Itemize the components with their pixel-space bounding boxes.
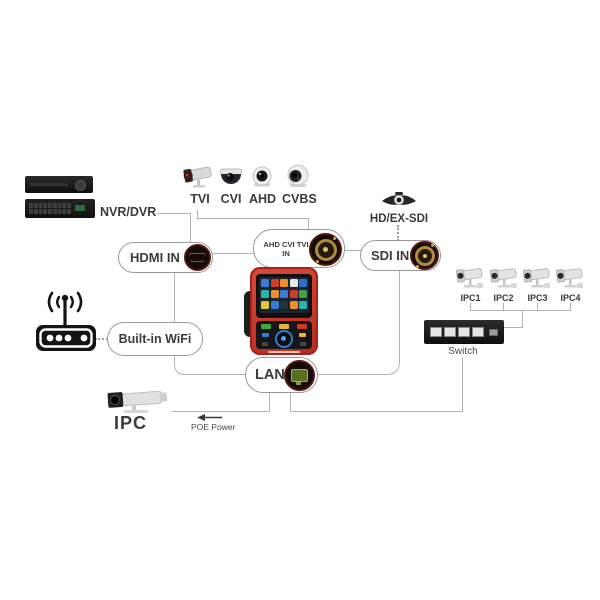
line-hdmi-to-wifi <box>174 272 175 323</box>
line-ipc2-tick <box>503 303 504 311</box>
switch-port-4 <box>472 327 484 337</box>
built-in-wifi-label: Built-in WiFi <box>118 332 192 346</box>
line-hdmi-to-ahd <box>212 253 254 254</box>
lan-port: LAN <box>245 357 318 393</box>
cctv-tester-device <box>244 267 318 355</box>
ipc-label: IPC <box>114 413 148 433</box>
tester-key-blue <box>262 333 269 337</box>
ipc2-label: IPC2 <box>493 293 514 303</box>
cvbs-label: CVBS <box>282 192 317 206</box>
ethernet-port-icon <box>284 359 315 391</box>
cvi-dome-camera-icon <box>219 168 243 184</box>
line-camera-bracket-drop <box>308 218 309 230</box>
line-router-dotted <box>95 338 108 340</box>
line-wifi-to-lan <box>174 355 247 375</box>
switch-port-1 <box>430 327 442 337</box>
tester-nav-ring <box>275 330 293 348</box>
line-bracket-to-switch <box>500 327 523 328</box>
line-switch-vertical <box>462 357 463 412</box>
tester-bezel <box>256 274 312 318</box>
ahd-cvi-tvi-in-label: AHD CVI TVI IN <box>263 239 309 258</box>
hd-ex-sdi-camera-icon <box>382 192 416 206</box>
ipc2-camera-icon <box>489 268 517 288</box>
line-hdexsdi-dotted <box>397 225 399 241</box>
ipc3-label: IPC3 <box>527 293 548 303</box>
nvr-dvr-label: NVR/DVR <box>100 205 157 219</box>
tvi-label: TVI <box>190 192 210 206</box>
tester-keypad <box>256 321 312 349</box>
line-lan-drop <box>290 392 291 412</box>
tvi-bullet-camera-icon <box>183 166 212 188</box>
ipc-bullet-camera-icon <box>107 390 168 413</box>
cvi-label: CVI <box>220 192 242 206</box>
built-in-wifi-node: Built-in WiFi <box>107 322 203 356</box>
lan-label: LAN <box>255 367 285 383</box>
sdi-in-label: SDI IN <box>371 248 410 263</box>
hdmi-in-label: HDMI IN <box>130 250 180 265</box>
line-nvr-horizontal <box>157 213 190 214</box>
hdmi-connector-icon <box>184 244 211 271</box>
line-lan-to-switch <box>290 411 463 412</box>
line-lan-to-sdi <box>317 271 400 375</box>
tester-brand-strip <box>268 351 300 353</box>
switch-port-2 <box>444 327 456 337</box>
poe-arrow-icon <box>197 414 222 421</box>
line-ipc-bracket-drop <box>522 310 523 328</box>
poe-power-label: POE Power <box>191 422 236 432</box>
tester-key-red <box>297 324 307 329</box>
dvr-knob <box>75 180 86 191</box>
hd-ex-sdi-label: HD/EX-SDI <box>369 213 429 225</box>
tester-nav-center <box>281 336 286 341</box>
line-ipc4-tick <box>570 303 571 311</box>
dvr-front-slot <box>30 183 68 186</box>
ipc1-camera-icon <box>455 268 483 288</box>
wifi-router-icon <box>36 291 96 351</box>
ipc4-label: IPC4 <box>560 293 581 303</box>
ahd-label: AHD <box>248 192 277 206</box>
ipc3-camera-icon <box>522 268 550 288</box>
nvr-device-icon <box>25 199 95 218</box>
tester-screen <box>259 277 309 313</box>
line-ipc-bracket <box>470 310 571 311</box>
nvr-port-grid <box>29 203 71 214</box>
ipc1-label: IPC1 <box>460 293 481 303</box>
line-ahd-to-sdi <box>344 250 361 251</box>
switch-device-icon <box>424 320 504 344</box>
cvbs-turret-camera-icon <box>287 164 309 187</box>
line-lan-to-ipc <box>172 392 270 412</box>
tester-key-yellow2 <box>299 333 306 337</box>
tester-body <box>250 267 318 355</box>
line-ipc1-tick <box>470 303 471 311</box>
nvr-status-label <box>75 205 85 211</box>
tester-key-green <box>261 324 271 329</box>
tester-key-gray2 <box>300 342 306 346</box>
bnc-connector-icon <box>309 233 342 266</box>
line-camera-bracket <box>197 218 309 219</box>
line-ipc3-tick <box>537 303 538 311</box>
switch-port-3 <box>458 327 470 337</box>
line-camera-bracket-tick <box>197 210 198 219</box>
tester-key-yellow <box>279 324 289 329</box>
bnc-connector-icon <box>410 241 439 270</box>
switch-label: Switch <box>448 346 478 357</box>
tester-key-gray1 <box>262 342 268 346</box>
line-nvr-vertical <box>190 213 191 243</box>
hdmi-in-port: HDMI IN <box>118 242 213 273</box>
switch-uplink-port <box>489 329 498 336</box>
ahd-cvi-tvi-in-port: AHD CVI TVI IN <box>253 229 345 268</box>
sdi-in-port: SDI IN <box>360 240 441 271</box>
ipc4-camera-icon <box>555 268 583 288</box>
dvr-device-icon <box>25 176 93 193</box>
ahd-eyeball-camera-icon <box>252 166 272 187</box>
